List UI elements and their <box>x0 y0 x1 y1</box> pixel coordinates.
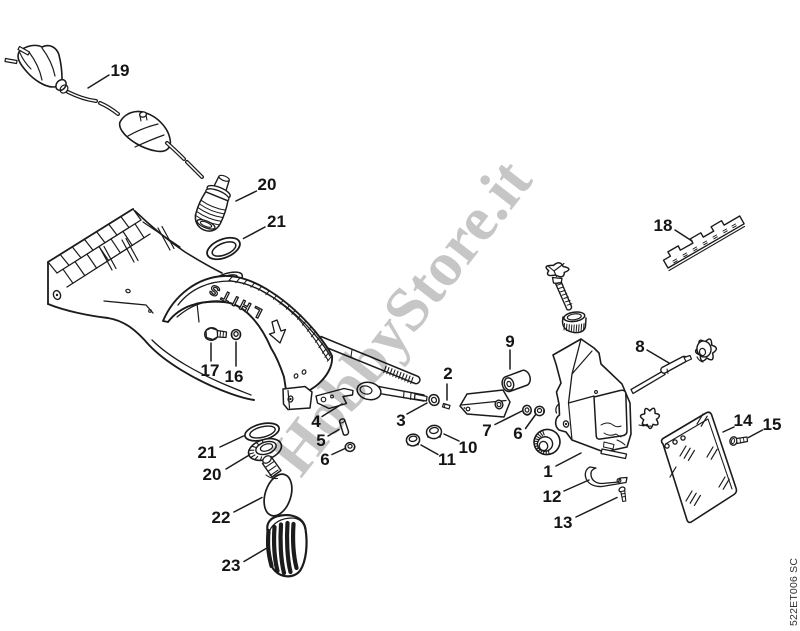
svg-text:16: 16 <box>225 367 244 386</box>
svg-text:2: 2 <box>443 364 452 383</box>
svg-text:9: 9 <box>505 332 514 351</box>
svg-text:12: 12 <box>543 487 562 506</box>
svg-text:13: 13 <box>554 513 573 532</box>
svg-text:17: 17 <box>201 361 220 380</box>
svg-text:5: 5 <box>316 431 325 450</box>
svg-text:1: 1 <box>543 462 552 481</box>
svg-text:18: 18 <box>654 216 673 235</box>
svg-text:19: 19 <box>111 61 130 80</box>
svg-text:7: 7 <box>482 421 491 440</box>
svg-text:22: 22 <box>212 508 231 527</box>
svg-text:11: 11 <box>438 450 456 469</box>
svg-text:14: 14 <box>734 411 753 430</box>
svg-text:3: 3 <box>396 411 405 430</box>
svg-text:6: 6 <box>320 450 329 469</box>
svg-text:20: 20 <box>258 175 277 194</box>
svg-text:10: 10 <box>459 438 478 457</box>
svg-text:8: 8 <box>635 337 644 356</box>
svg-text:23: 23 <box>222 556 241 575</box>
svg-text:20: 20 <box>203 465 222 484</box>
svg-text:21: 21 <box>267 212 286 231</box>
svg-text:6: 6 <box>513 424 522 443</box>
svg-text:21: 21 <box>198 443 217 462</box>
svg-text:15: 15 <box>763 415 782 434</box>
svg-text:4: 4 <box>311 412 321 431</box>
